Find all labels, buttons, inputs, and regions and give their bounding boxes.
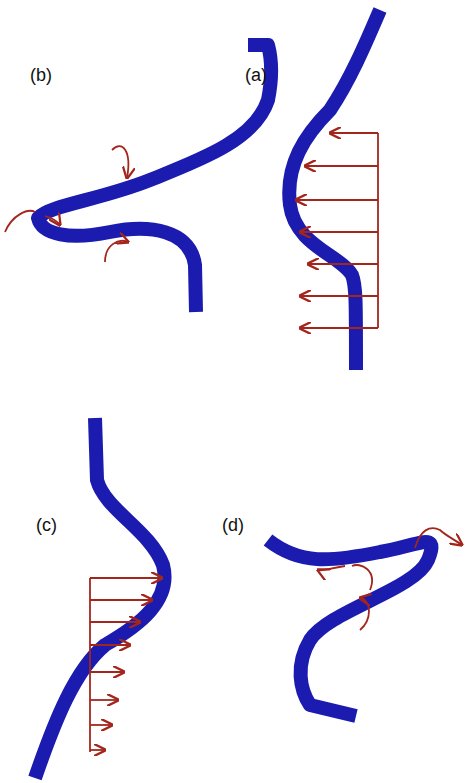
river-channel — [268, 540, 431, 716]
panel-label: (a) — [245, 66, 267, 84]
panel-label: (d) — [222, 516, 244, 534]
river-channel — [35, 418, 165, 778]
river-channel — [38, 45, 271, 312]
profile-axis — [377, 133, 379, 328]
panel-label: (c) — [36, 516, 57, 534]
panel-label: (b) — [30, 66, 52, 84]
river-channel — [289, 10, 380, 370]
